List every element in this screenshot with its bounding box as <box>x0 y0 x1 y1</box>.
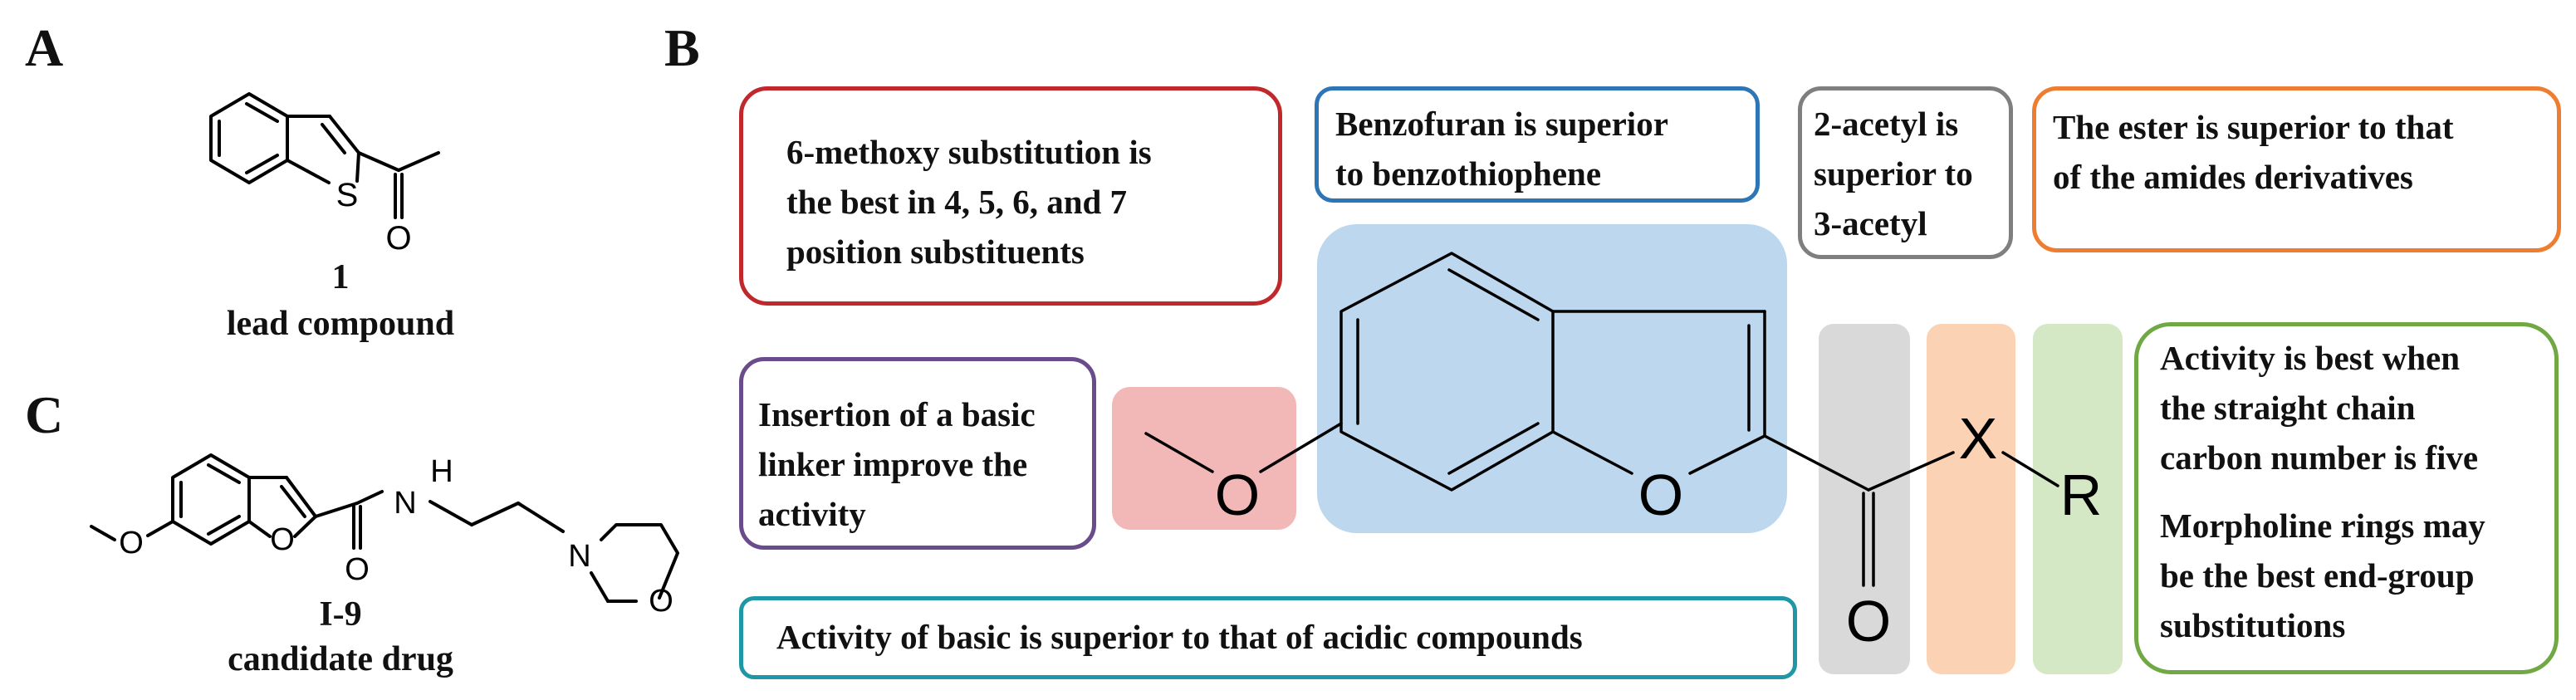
carbonyl-bond <box>314 502 359 518</box>
morpholine-nitrogen-atom: N <box>568 539 590 574</box>
sulfur-atom: S <box>336 177 359 213</box>
candidate-drug-structure: O O O N H N O <box>90 453 679 619</box>
acetyl-bond <box>357 151 400 172</box>
note-chain: Activity is best when the straight chain… <box>2134 322 2559 674</box>
lead-compound-number: 1 <box>331 258 350 296</box>
note-benzofuran: Benzofuran is superior to benzothiophene <box>1315 86 1760 203</box>
lead-compound-structure: S O <box>209 92 440 257</box>
morpholine-ring <box>600 523 679 600</box>
amide-hydrogen-atom: H <box>430 454 453 489</box>
x-highlight <box>1927 324 2015 674</box>
benzene-ring <box>171 453 251 546</box>
methoxy-highlight <box>1112 387 1296 530</box>
note-basic: Activity of basic is superior to that of… <box>739 596 1797 679</box>
note-benzofuran-text: Benzofuran is superior to benzothiophene <box>1335 105 1668 193</box>
carbonyl-oxygen-atom: O <box>1846 589 1891 653</box>
amide-nitrogen-atom: N <box>394 486 416 521</box>
note-linker-text: Insertion of a basic linker improve the … <box>758 395 1036 533</box>
note-chain-text-1: Activity is best when the straight chain… <box>2160 339 2479 477</box>
carbonyl-oxygen-atom: O <box>385 220 411 257</box>
carbonyl-oxygen-atom: O <box>345 552 370 587</box>
x-r-bond <box>2001 451 2059 487</box>
methoxy-oxygen-atom: O <box>1215 463 1260 527</box>
panel-label-c: C <box>25 385 64 444</box>
note-chain-text-2: Morpholine rings may be the best end-gro… <box>2160 507 2485 644</box>
x-group-label: X <box>1959 406 1998 471</box>
methoxy-bond <box>90 525 116 541</box>
ethyl-linker <box>429 500 473 526</box>
r-highlight <box>2033 324 2123 674</box>
furan-oxygen-atom: O <box>1638 463 1683 527</box>
lead-compound-label: lead compound <box>226 305 455 343</box>
note-linker: Insertion of a basic linker improve the … <box>739 357 1096 550</box>
morpholine-oxygen-atom: O <box>649 584 673 619</box>
r-group-label: R <box>2060 463 2103 527</box>
methoxy-bond <box>1144 432 1214 473</box>
panel-label-a: A <box>25 18 64 77</box>
candidate-drug-number: I-9 <box>319 595 362 634</box>
note-ester-text: The ester is superior to that of the ami… <box>2053 108 2454 196</box>
note-acetyl: 2-acetyl is superior to 3-acetyl <box>1798 86 2013 259</box>
furan-oxygen-atom: O <box>270 522 295 557</box>
candidate-drug-label: candidate drug <box>228 640 453 678</box>
note-acetyl-text: 2-acetyl is superior to 3-acetyl <box>1814 105 1973 242</box>
benzene-ring <box>209 92 289 184</box>
note-methoxy: 6-methoxy substitution is the best in 4,… <box>739 86 1282 306</box>
sar-general-structure: O O O X R <box>1112 224 2123 674</box>
methoxy-oxygen-atom: O <box>119 526 144 560</box>
panel-label-b: B <box>664 18 700 77</box>
note-ester: The ester is superior to that of the ami… <box>2032 86 2561 252</box>
note-basic-text: Activity of basic is superior to that of… <box>776 618 1583 656</box>
carbonyl-bond <box>1763 434 1870 492</box>
note-methoxy-text: 6-methoxy substitution is the best in 4,… <box>786 133 1152 271</box>
